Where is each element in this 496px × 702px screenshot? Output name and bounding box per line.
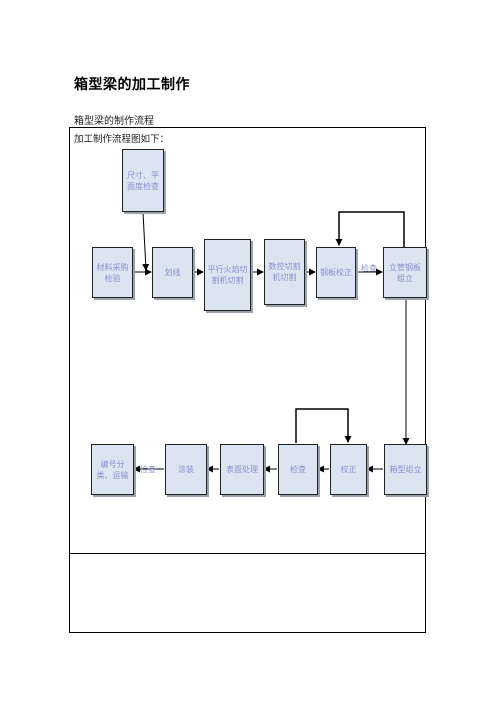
node-ship: 编号分类、运输 bbox=[91, 444, 134, 495]
flowchart-frame bbox=[69, 127, 426, 633]
node-cnc-cut: 数控切割机切割 bbox=[264, 239, 305, 305]
edge-label-check-top: 检查 bbox=[361, 264, 377, 273]
section-subtitle: 箱型梁的制作流程 bbox=[74, 116, 154, 127]
node-material: 材料采购检验 bbox=[92, 247, 133, 298]
node-flatten: 钢板校正 bbox=[316, 247, 356, 298]
node-correct: 校正 bbox=[330, 444, 367, 495]
node-parallel-cut: 平行火焰切割机切割 bbox=[204, 239, 251, 311]
arrow-loop-bottom bbox=[295, 408, 352, 443]
arrow-inspection bbox=[142, 211, 150, 271]
edge-label-check-bottom: 检查 bbox=[140, 465, 156, 474]
node-paint: 涂装 bbox=[165, 444, 207, 495]
node-check: 检查 bbox=[278, 444, 318, 495]
node-marking: 划线 bbox=[152, 247, 193, 298]
node-box-assemble: 箱型组立 bbox=[384, 444, 427, 495]
node-assemble: 立管钢板组立 bbox=[383, 247, 427, 298]
node-inspection: 尺寸、平面度检查 bbox=[122, 149, 164, 212]
arrow-loop-top bbox=[335, 211, 405, 247]
frame-divider bbox=[69, 553, 426, 554]
frame-label: 加工制作流程图如下： bbox=[74, 134, 170, 145]
node-surface: 表面处理 bbox=[220, 444, 264, 495]
page-title: 箱型梁的加工制作 bbox=[74, 77, 190, 93]
